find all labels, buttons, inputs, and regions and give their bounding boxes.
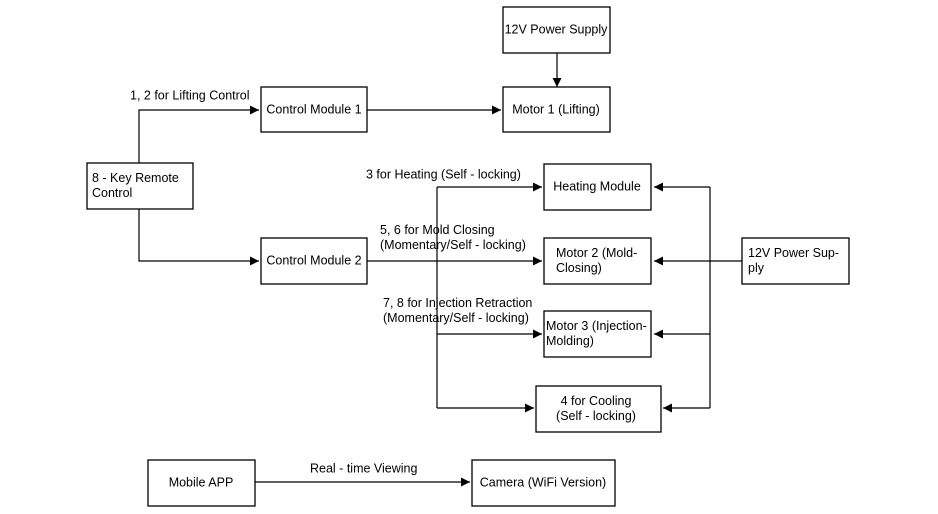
- node-motor2-label-line: Closing): [556, 261, 602, 275]
- node-cooling-label-line: 4 for Cooling: [561, 394, 632, 408]
- node-mobile-app-label-line: Mobile APP: [169, 475, 234, 489]
- edge-label-heating-line: 3 for Heating (Self - locking): [366, 167, 521, 181]
- node-power-right-label: 12V Power Sup-ply: [748, 246, 839, 275]
- node-power-right-label-line: ply: [748, 261, 765, 275]
- node-motor1-label: Motor 1 (Lifting): [512, 102, 600, 116]
- node-power-top-label: 12V Power Supply: [505, 22, 609, 36]
- edge-label-injection: 7, 8 for Injection Retraction(Momentary/…: [383, 296, 532, 325]
- edge-label-injection-line: (Momentary/Self - locking): [383, 311, 529, 325]
- edge-label-mold-closing-line: (Momentary/Self - locking): [380, 238, 526, 252]
- node-cooling: 4 for Cooling(Self - locking): [535, 385, 662, 433]
- node-cooling-label: 4 for Cooling(Self - locking): [556, 394, 636, 423]
- node-motor1-label-line: Motor 1 (Lifting): [512, 102, 600, 116]
- node-motor3-label: Motor 3 (Injection-Molding): [546, 319, 647, 348]
- edge-remote-to-control1: [138, 105, 259, 163]
- node-motor2: Motor 2 (Mold-Closing): [543, 237, 652, 285]
- connectors: [138, 53, 742, 487]
- node-control-module-2-label-line: Control Module 2: [266, 253, 361, 267]
- node-control-module-1-label-line: Control Module 1: [266, 102, 361, 116]
- edge-label-lifting: 1, 2 for Lifting Control: [130, 88, 250, 102]
- node-cooling-label-line: (Self - locking): [556, 409, 636, 423]
- node-motor3-label-line: Molding): [546, 334, 594, 348]
- node-control-module-1-label: Control Module 1: [266, 102, 361, 116]
- edge-label-viewing-line: Real - time Viewing: [310, 461, 418, 475]
- edge-label-mold-closing: 5, 6 for Mold Closing(Momentary/Self - l…: [380, 223, 526, 252]
- edge-label-injection-line: 7, 8 for Injection Retraction: [383, 296, 532, 310]
- node-camera: Camera (WiFi Version): [471, 459, 616, 507]
- node-control-module-2-label: Control Module 2: [266, 253, 361, 267]
- node-motor1: Motor 1 (Lifting): [502, 86, 611, 133]
- node-control-module-1: Control Module 1: [260, 86, 368, 133]
- edge-label-heating: 3 for Heating (Self - locking): [366, 167, 521, 181]
- edge-label-mold-closing-line: 5, 6 for Mold Closing: [380, 223, 495, 237]
- edge-remote-to-control2: [138, 209, 259, 266]
- node-remote-control-label-line: Control: [92, 186, 132, 200]
- node-camera-label: Camera (WiFi Version): [480, 475, 606, 489]
- node-control-module-2: Control Module 2: [260, 237, 368, 285]
- node-power-right: 12V Power Sup-ply: [741, 237, 850, 285]
- node-power-right-label-line: 12V Power Sup-: [748, 246, 839, 260]
- node-remote-control-label-line: 8 - Key Remote: [92, 171, 179, 185]
- node-heating-module: Heating Module: [543, 163, 652, 211]
- node-mobile-app-label: Mobile APP: [169, 475, 234, 489]
- node-motor3-label-line: Motor 3 (Injection-: [546, 319, 647, 333]
- node-heating-module-label: Heating Module: [553, 179, 641, 193]
- edge-label-viewing: Real - time Viewing: [310, 461, 418, 475]
- node-power-top: 12V Power Supply: [502, 6, 611, 54]
- node-motor2-label-line: Motor 2 (Mold-: [556, 246, 637, 260]
- node-power-top-label-line: 12V Power Supply: [505, 22, 609, 36]
- edge-label-lifting-line: 1, 2 for Lifting Control: [130, 88, 250, 102]
- node-mobile-app: Mobile APP: [147, 459, 256, 507]
- node-motor3: Motor 3 (Injection-Molding): [543, 310, 652, 358]
- node-motor2-label: Motor 2 (Mold-Closing): [556, 246, 637, 275]
- node-heating-module-label-line: Heating Module: [553, 179, 641, 193]
- node-camera-label-line: Camera (WiFi Version): [480, 475, 606, 489]
